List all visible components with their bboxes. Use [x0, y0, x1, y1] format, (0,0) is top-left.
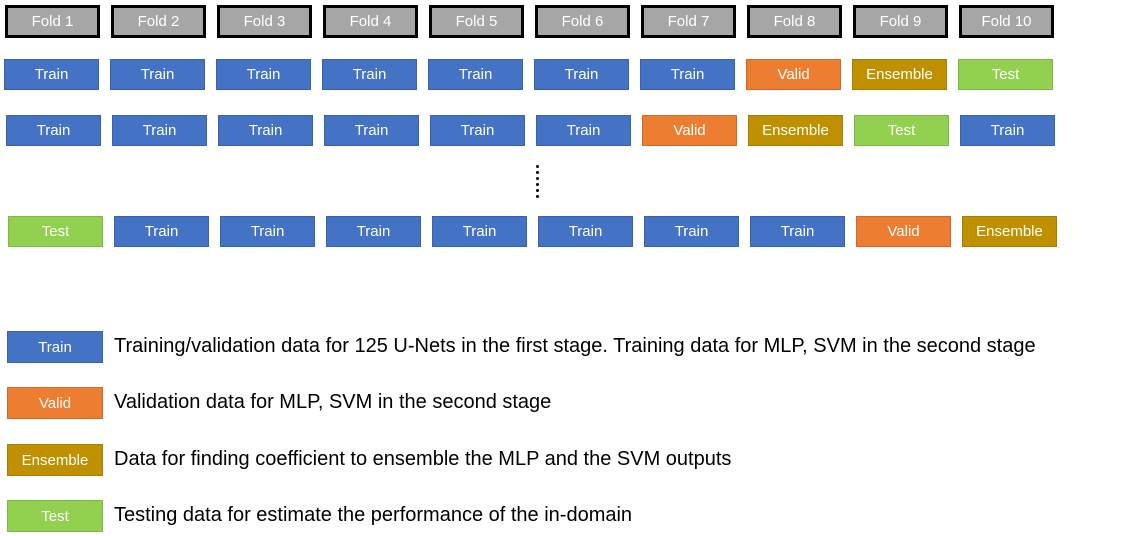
- legend-description-ensemble: Data for finding coefficient to ensemble…: [114, 448, 732, 470]
- legend-swatch-ensemble: Ensemble: [7, 444, 103, 476]
- fold-header-7: Fold 7: [641, 5, 736, 38]
- row-1-fold-1-cell: Train: [4, 59, 99, 90]
- row-1-fold-7-cell: Train: [640, 59, 735, 90]
- row-3-fold-10-cell: Ensemble: [962, 216, 1057, 247]
- row-2-fold-3-cell: Train: [218, 115, 313, 146]
- fold-header-3: Fold 3: [217, 5, 312, 38]
- row-3-fold-4-cell: Train: [326, 216, 421, 247]
- fold-header-5: Fold 5: [429, 5, 524, 38]
- row-1-fold-3-cell: Train: [216, 59, 311, 90]
- legend-description-valid: Validation data for MLP, SVM in the seco…: [114, 391, 552, 413]
- row-2-fold-1-cell: Train: [6, 115, 101, 146]
- row-1-fold-10-cell: Test: [958, 59, 1053, 90]
- legend-description-train: Training/validation data for 125 U-Nets …: [114, 335, 1036, 357]
- row-1-fold-2-cell: Train: [110, 59, 205, 90]
- row-1-fold-6-cell: Train: [534, 59, 629, 90]
- row-2-fold-8-cell: Ensemble: [748, 115, 843, 146]
- row-2-fold-5-cell: Train: [430, 115, 525, 146]
- ellipsis-dots: [536, 165, 540, 201]
- row-3-fold-7-cell: Train: [644, 216, 739, 247]
- row-2-fold-9-cell: Test: [854, 115, 949, 146]
- legend-swatch-test: Test: [7, 500, 103, 532]
- row-2-fold-10-cell: Train: [960, 115, 1055, 146]
- legend-swatch-valid: Valid: [7, 387, 103, 419]
- row-2-fold-4-cell: Train: [324, 115, 419, 146]
- row-2-fold-7-cell: Valid: [642, 115, 737, 146]
- fold-header-4: Fold 4: [323, 5, 418, 38]
- fold-header-10: Fold 10: [959, 5, 1054, 38]
- fold-header-8: Fold 8: [747, 5, 842, 38]
- row-3-fold-1-cell: Test: [8, 216, 103, 247]
- row-3-fold-2-cell: Train: [114, 216, 209, 247]
- row-3-fold-5-cell: Train: [432, 216, 527, 247]
- fold-header-6: Fold 6: [535, 5, 630, 38]
- row-1-fold-4-cell: Train: [322, 59, 417, 90]
- row-2-fold-6-cell: Train: [536, 115, 631, 146]
- row-3-fold-8-cell: Train: [750, 216, 845, 247]
- legend-description-test: Testing data for estimate the performanc…: [114, 504, 633, 526]
- fold-header-2: Fold 2: [111, 5, 206, 38]
- row-1-fold-8-cell: Valid: [746, 59, 841, 90]
- row-3-fold-3-cell: Train: [220, 216, 315, 247]
- row-2-fold-2-cell: Train: [112, 115, 207, 146]
- legend-swatch-train: Train: [7, 331, 103, 363]
- fold-header-9: Fold 9: [853, 5, 948, 38]
- row-1-fold-5-cell: Train: [428, 59, 523, 90]
- row-1-fold-9-cell: Ensemble: [852, 59, 947, 90]
- row-3-fold-9-cell: Valid: [856, 216, 951, 247]
- fold-header-1: Fold 1: [5, 5, 100, 38]
- row-3-fold-6-cell: Train: [538, 216, 633, 247]
